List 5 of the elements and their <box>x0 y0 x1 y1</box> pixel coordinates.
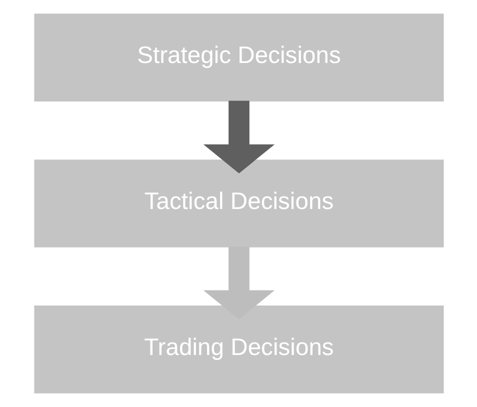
node-box: Tactical Decisions <box>34 160 444 248</box>
node-box: Strategic Decisions <box>34 14 444 102</box>
arrow <box>202 100 274 174</box>
arrow <box>202 246 274 320</box>
node-box: Trading Decisions <box>34 306 444 394</box>
